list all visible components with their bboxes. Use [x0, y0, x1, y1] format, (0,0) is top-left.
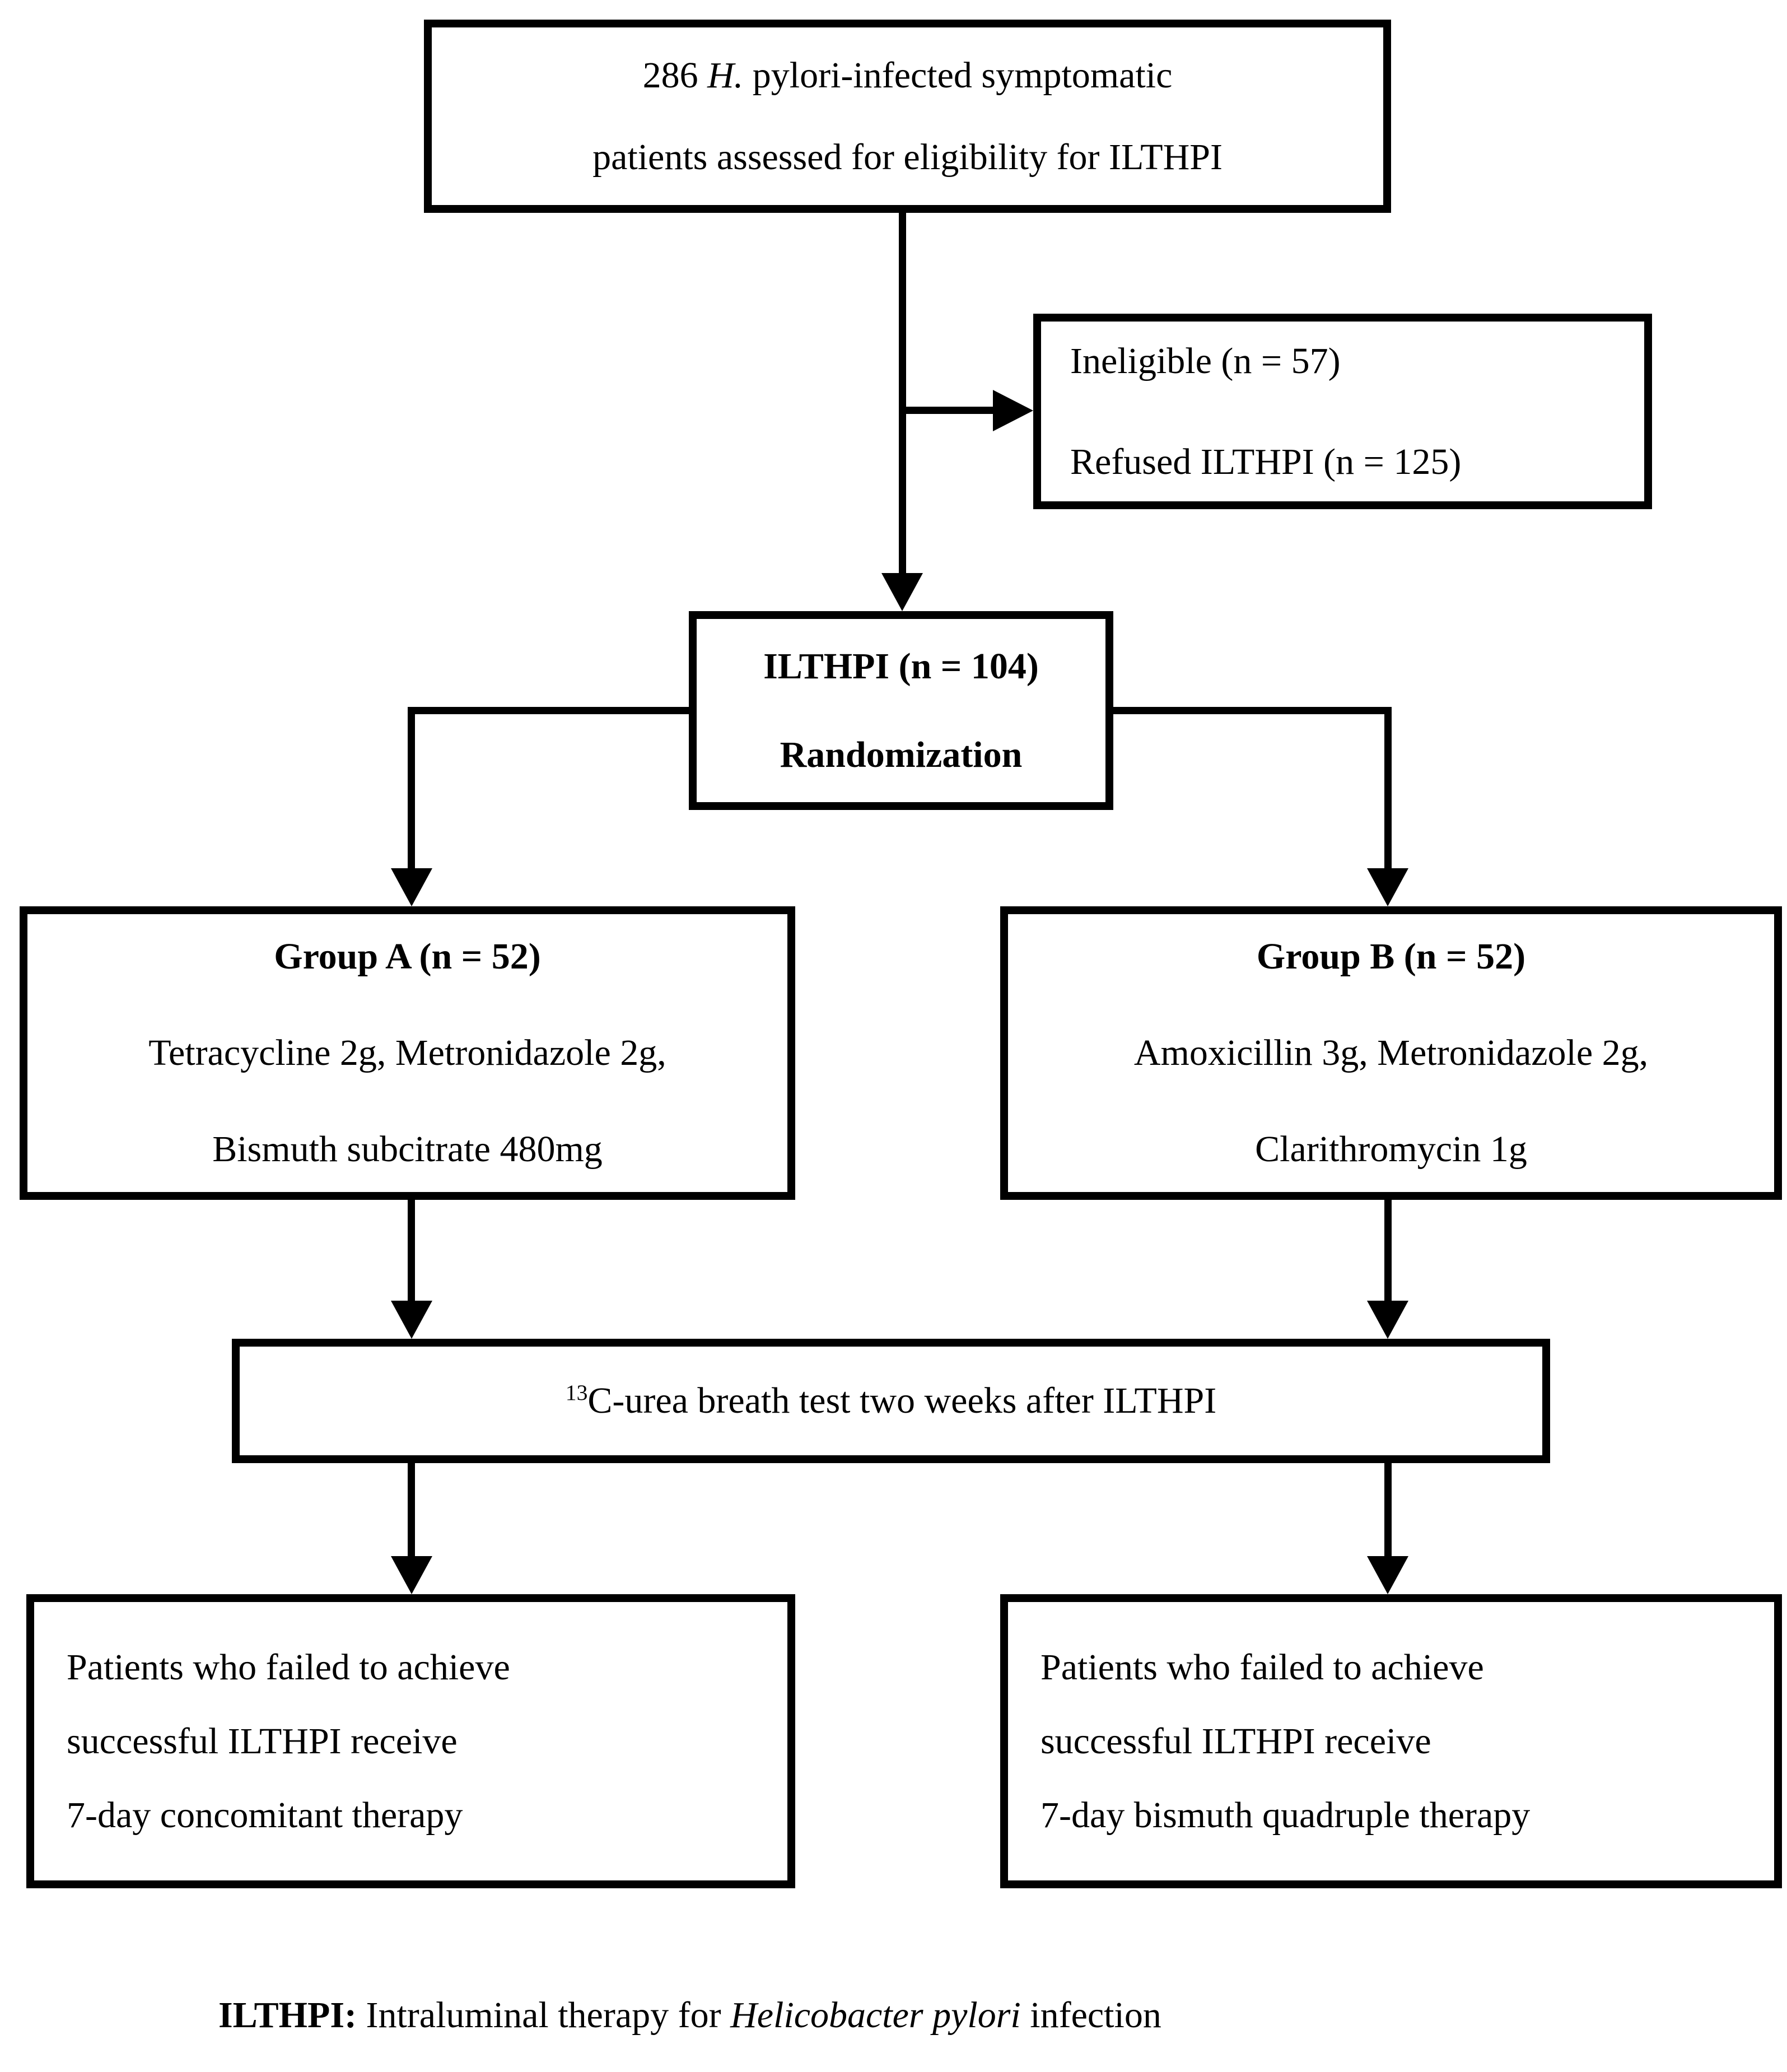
connector-breath-test-to-fail-b [1384, 1462, 1392, 1557]
abbreviation-caption: ILTHPI: Intraluminal therapy for Helicob… [218, 1995, 1161, 2036]
arrowhead-into-group-b [1367, 868, 1408, 906]
connector-randomization-left [408, 707, 689, 714]
excluded-line-1: Ineligible (n = 57) [1070, 340, 1341, 381]
group-b-title: Group B (n = 52) [1256, 936, 1526, 977]
connector-eligibility-to-randomization [899, 213, 906, 574]
connector-breath-test-to-fail-a [408, 1462, 415, 1557]
connector-down-to-group-b [1384, 707, 1392, 869]
group-a-title: Group A (n = 52) [274, 936, 541, 977]
connector-group-b-to-breath-test [1384, 1200, 1392, 1302]
fail-a-line-1: Patients who failed to achieve [67, 1646, 510, 1688]
fail-a-line-2: successful ILTHPI receive [67, 1720, 458, 1762]
connector-down-to-group-a [408, 707, 415, 869]
arrowhead-into-group-a [391, 868, 432, 906]
connector-randomization-right [1113, 707, 1392, 714]
fail-b-line-1: Patients who failed to achieve [1041, 1646, 1484, 1688]
connector-to-excluded [899, 407, 994, 414]
group-a-line-3: Bismuth subcitrate 480mg [212, 1129, 603, 1170]
group-b-line-2: Amoxicillin 3g, Metronidazole 2g, [1133, 1032, 1649, 1073]
arrowhead-breath-test-left [391, 1301, 432, 1339]
breath-test-line: 13C-urea breath test two weeks after ILT… [565, 1380, 1217, 1421]
eligibility-line-1: 286 H. pylori-infected symptomatic [642, 54, 1173, 96]
group-a-box: Group A (n = 52) Tetracycline 2g, Metron… [20, 906, 795, 1200]
fail-a-line-3: 7-day concomitant therapy [67, 1794, 463, 1836]
fail-a-box: Patients who failed to achieve successfu… [26, 1594, 795, 1888]
arrowhead-into-fail-a [391, 1556, 432, 1594]
randomization-line-1: ILTHPI (n = 104) [763, 645, 1039, 687]
caption-species-name: Helicobacter pylori [730, 1995, 1021, 2036]
group-b-line-3: Clarithromycin 1g [1255, 1129, 1527, 1170]
group-b-box: Group B (n = 52) Amoxicillin 3g, Metroni… [1000, 906, 1782, 1200]
fail-b-line-2: successful ILTHPI receive [1041, 1720, 1431, 1762]
arrowhead-into-fail-b [1367, 1556, 1408, 1594]
connector-group-a-to-breath-test [408, 1200, 415, 1302]
group-a-line-2: Tetracycline 2g, Metronidazole 2g, [148, 1032, 666, 1073]
arrowhead-into-randomization [881, 573, 923, 611]
arrowhead-into-excluded [993, 390, 1033, 431]
fail-b-box: Patients who failed to achieve successfu… [1000, 1594, 1782, 1888]
excluded-line-2: Refused ILTHPI (n = 125) [1070, 441, 1462, 482]
eligibility-box: 286 H. pylori-infected symptomatic patie… [424, 20, 1391, 213]
randomization-line-2: Randomization [780, 734, 1023, 775]
eligibility-line-2: patients assessed for eligibility for IL… [592, 136, 1223, 178]
excluded-box: Ineligible (n = 57) Refused ILTHPI (n = … [1033, 314, 1652, 509]
randomization-box: ILTHPI (n = 104) Randomization [689, 611, 1113, 810]
breath-test-box: 13C-urea breath test two weeks after ILT… [232, 1339, 1550, 1463]
fail-b-line-3: 7-day bismuth quadruple therapy [1041, 1794, 1531, 1836]
isotope-superscript: 13 [565, 1380, 588, 1405]
caption-abbreviation: ILTHPI: [218, 1995, 357, 2036]
arrowhead-breath-test-right [1367, 1301, 1408, 1339]
